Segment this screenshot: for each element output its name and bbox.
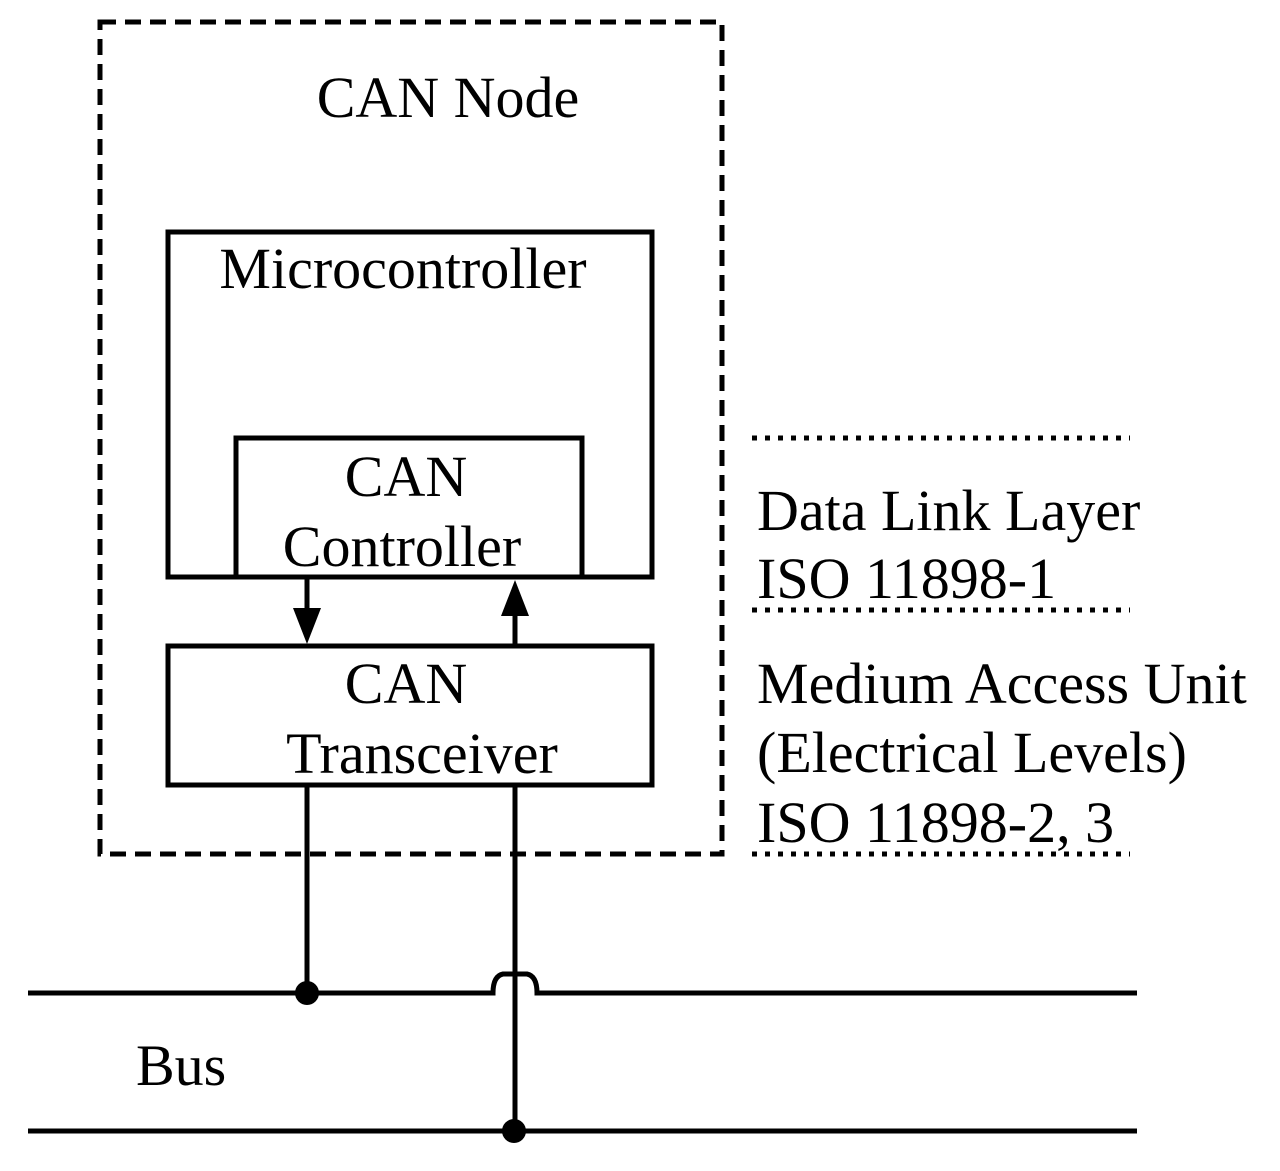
tx-arrow-head	[293, 608, 321, 644]
data-link-layer-standard: ISO 11898-1	[757, 546, 1056, 611]
rx-arrow-head	[501, 580, 529, 616]
can-node-title: CAN Node	[317, 65, 580, 130]
medium-access-unit-sublabel: (Electrical Levels)	[757, 720, 1187, 785]
can-controller-box	[233, 435, 585, 580]
bus-label: Bus	[136, 1033, 226, 1098]
medium-access-unit-label: Medium Access Unit	[757, 651, 1247, 716]
can-controller-label-line1: CAN	[345, 444, 467, 509]
medium-access-unit-standard: ISO 11898-2, 3	[757, 790, 1114, 855]
can-transceiver-label-line1: CAN	[345, 651, 467, 716]
can-transceiver-label-line2: Transceiver	[286, 721, 558, 786]
microcontroller-label: Microcontroller	[219, 236, 586, 301]
data-link-layer-label: Data Link Layer	[757, 478, 1140, 543]
can-node-boundary	[97, 19, 725, 857]
bus-line-high	[28, 971, 1137, 996]
can-controller-label-line2: Controller	[283, 514, 521, 579]
junction-dot-low	[502, 1119, 526, 1143]
can-transceiver-box	[165, 643, 655, 788]
junction-dot-high	[295, 981, 319, 1005]
